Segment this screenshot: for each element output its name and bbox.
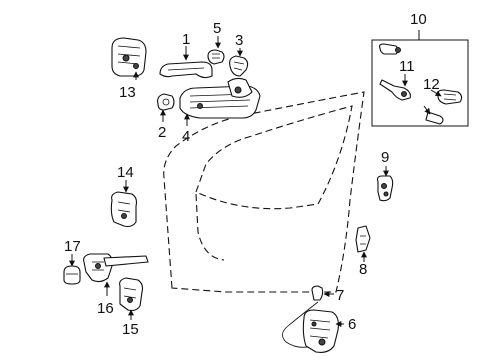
part-15-lower-hinge	[119, 277, 144, 320]
part-3-gasket	[229, 48, 249, 77]
part-8-link	[355, 225, 371, 262]
part-17-bolt	[63, 254, 81, 285]
callout-3: 3	[235, 32, 243, 49]
callout-6: 6	[348, 316, 356, 333]
callout-16: 16	[97, 300, 114, 317]
callout-5: 5	[213, 20, 221, 37]
callout-17: 17	[64, 238, 81, 255]
door-outline	[163, 91, 365, 293]
part-4-handle-frame	[179, 77, 261, 126]
callout-13: 13	[119, 84, 136, 101]
callout-7: 7	[336, 287, 344, 304]
callout-10: 10	[410, 11, 427, 28]
part-1-outside-handle	[159, 46, 213, 79]
callout-1: 1	[182, 31, 190, 48]
callout-14: 14	[117, 164, 134, 181]
part-14-upper-hinge	[110, 180, 138, 228]
callout-4: 4	[182, 128, 190, 145]
callout-2: 2	[158, 124, 166, 141]
part-6-door-lock-assembly	[282, 301, 344, 353]
part-9-striker	[376, 166, 394, 202]
callout-15: 15	[122, 321, 139, 338]
part-7-rod-clip	[311, 285, 334, 301]
part-2-gasket	[157, 93, 175, 122]
part-16-door-check	[83, 253, 149, 296]
callout-labels: 1 5 3 13 2 4 10 11 12 9 14 8 17 16 15 7 …	[64, 11, 440, 338]
part-5-cap	[207, 36, 225, 65]
callout-12: 12	[423, 76, 440, 93]
part-13-handle-bracket	[111, 37, 147, 80]
callout-8: 8	[359, 261, 367, 278]
callout-9: 9	[381, 149, 389, 166]
part-10-lock-cylinder-set	[371, 30, 469, 127]
callout-11: 11	[399, 58, 415, 75]
